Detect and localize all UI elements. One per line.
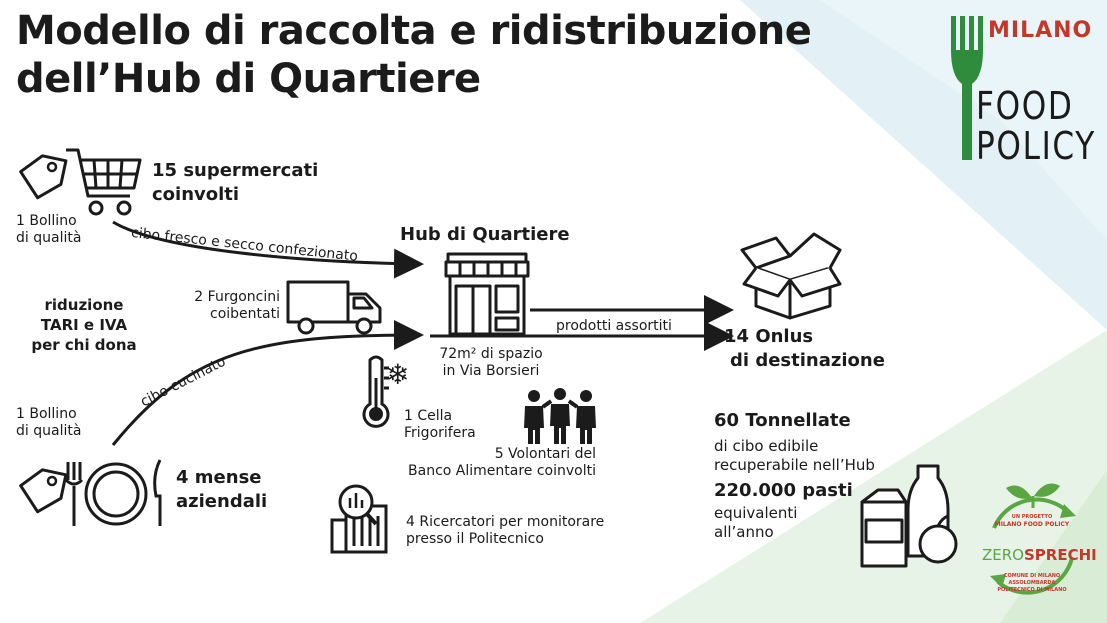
zero-bottom-1: COMUNE DI MILANO [1003,573,1061,579]
zero-sprechi-wordmark: ZEROSPRECHI [982,546,1097,564]
onlus-label: di destinazione [730,350,885,371]
volunteers-line-2: Banco Alimentare coinvolti [408,463,596,479]
canteens-line-2: aziendali [176,491,268,512]
cardboard-box-icon [740,232,842,320]
bollino-bottom-line-2: di qualità [16,423,82,439]
supermarkets-count: 15 supermercati [152,160,319,181]
research-magnifier-icon [330,484,388,554]
zero-bottom-3: POLITECNICO DI MILANO [997,587,1067,593]
tax-line-2: TARI e IVA [40,316,128,334]
logo-policy-text: POLICY [976,124,1096,168]
hub-space-line-2: in Via Borsieri [442,363,540,379]
thermometer-icon [362,355,390,428]
tag-icon [19,154,68,200]
snowflake-icon: ❄ [386,358,410,391]
groceries-icon [860,464,958,568]
volunteers-line-1: 5 Volontari del [494,446,596,462]
canteens-line-1: 4 mense [176,467,262,488]
bollino-bottom-line-1: 1 Bollino [16,406,77,422]
tons-value: 60 Tonnellate [714,410,851,431]
bollino-top-line-2: di qualità [16,230,82,246]
meals-desc-2: all’anno [714,523,774,541]
sprechi-word: SPRECHI [1023,546,1097,564]
shopping-cart-icon [66,148,142,216]
hub-title: Hub di Quartiere [400,224,570,245]
fork-icon [951,16,983,160]
plate-cutlery-icon [64,459,162,526]
vans-line-2: coibentati [210,306,280,322]
meals-desc-1: equivalenti [714,504,798,522]
recycle-ring-icon [990,483,1076,595]
zero-top-2: MILANO FOOD POLICY [994,521,1070,528]
supermarkets-label: coinvolti [152,184,240,205]
vans-line-1: 2 Furgoncini [194,289,280,305]
tons-desc-1: di cibo edibile [714,437,819,455]
meals-value: 220.000 pasti [714,480,853,501]
label-assorted-products: prodotti assortiti [556,318,672,334]
van-icon [286,280,382,335]
tons-desc-2: recuperabile nell’Hub [714,456,875,474]
logo-milano-text: MILANO [988,18,1093,43]
cold-room-line-1: 1 Cella [404,408,453,424]
zero-bottom-2: ASSOLOMBARDA [1008,580,1056,586]
research-line-1: 4 Ricercatori per monitorare [406,514,605,530]
arrow-cooked-food [111,320,424,446]
logo-food-text: FOOD [976,84,1074,128]
shop-building-icon [444,252,530,336]
arrow-fresh-food [112,220,424,279]
research-line-2: presso il Politecnico [406,531,544,547]
onlus-count: 14 Onlus [724,326,814,347]
bollino-top-line-1: 1 Bollino [16,213,77,229]
cold-room-line-2: Frigorifera [404,425,476,441]
hub-space-line-1: 72m² di spazio [439,346,543,362]
tax-line-3: per chi dona [31,336,137,354]
tag-icon-bottom [19,468,68,514]
tax-line-1: riduzione [44,296,124,314]
title-line-2: dell’Hub di Quartiere [16,56,481,102]
zero-word: ZERO [982,546,1024,564]
volunteers-icon [524,388,596,444]
title-line-1: Modello di raccolta e ridistribuzione [16,8,812,54]
zero-top-1: UN PROGETTO [1011,514,1053,520]
